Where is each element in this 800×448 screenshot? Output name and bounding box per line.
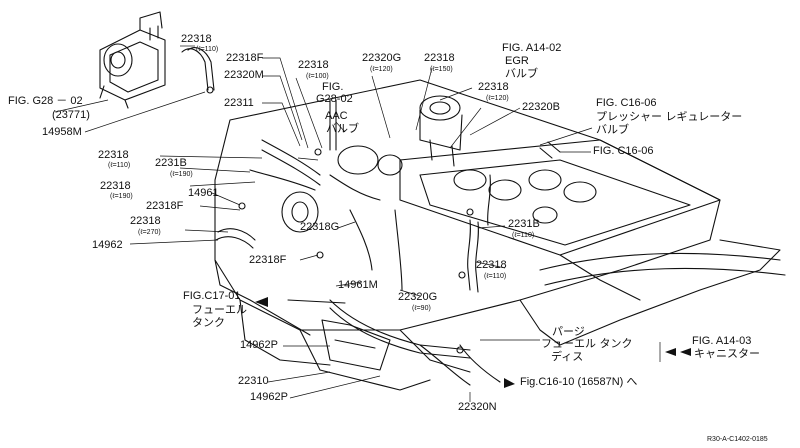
label-pressure-reg-2: バルブ [596,123,629,136]
label-23771: (23771) [52,109,90,121]
label-len90: (ℓ=90) [412,305,431,312]
engine-block [214,79,781,391]
label-22318f-c: 22318F [249,254,287,266]
label-22320g-top: 22320G [362,52,402,64]
label-22318-g: 22318 [130,215,161,227]
lower-tube [539,252,781,271]
label-len110-e: (ℓ=110) [108,162,131,169]
label-fig-a14-03: FIG. A14-03 [692,335,752,347]
drawing-reference-code: R30-A-C1402-0185 [707,436,768,443]
label-22318-c: 22318 [424,52,455,64]
label-14958m: 14958M [42,126,82,138]
label-2231b-a: 2231B [155,157,187,169]
label-len190-a: (ℓ=190) [170,171,193,178]
label-purge-3: ディス [551,350,584,363]
hose-purge [329,299,471,351]
label-22318g: 22318G [300,221,340,233]
label-22310: 22310 [238,375,269,387]
label-egr-1: EGR [505,55,529,67]
label-len120-a: (ℓ=120) [370,66,393,73]
label-purge-2: フューエル タンク [541,337,633,350]
label-22320g-b: 22320G [398,291,438,303]
throttle-body-illustration [281,145,403,233]
label-fig-c16-06-a: FIG. C16-06 [596,97,657,109]
label-22318-b: 22318 [298,59,329,71]
label-len270: (ℓ=270) [138,229,161,236]
label-22320n: 22320N [458,401,497,413]
label-aac-1: AAC [325,110,348,122]
label-22318-d: 22318 [478,81,509,93]
hose-14962 [217,228,256,241]
aac-valve-illustration [99,11,166,109]
label-22318-f: 22318 [100,180,131,192]
label-14962p-b: 14962P [250,391,288,403]
label-14961: 14961 [188,187,219,199]
label-fuel-tank-1: フューエル [192,303,247,316]
label-len110-b: (ℓ=110) [512,232,535,239]
label-aac-2: バルブ [326,122,359,135]
label-22318-top: 22318 [181,33,212,45]
label-egr-2: バルブ [505,67,538,80]
hose-mid-1 [261,139,321,176]
label-14961m: 14961M [338,279,378,291]
label-fig-g28-02-b: FIG. [322,81,344,93]
label-22320m: 22320M [224,69,264,81]
arrows [255,297,691,388]
label-22320b: 22320B [522,101,560,113]
label-22318f-b: 22318F [146,200,184,212]
label-purge-1: パージ [552,325,585,338]
label-canister: キャニスター [694,347,760,360]
label-len110-top: (ℓ=110) [196,46,219,53]
bracket-22310 [321,319,391,371]
label-pressure-reg-1: プレッシャー レギュレーター [596,110,743,123]
label-fig-g28-02-c: G28-02 [316,93,353,105]
label-len120-b: (ℓ=120) [486,95,509,102]
label-22311: 22311 [224,97,254,109]
label-len190-b: (ℓ=190) [110,193,133,200]
label-22318-e: 22318 [98,149,129,161]
leader-lines [54,45,661,402]
egr-valve-illustration [419,95,463,167]
label-fig-a14-02: FIG. A14-02 [502,42,562,54]
label-22318-h: 22318 [476,259,507,271]
label-fig-c16-10: Fig.C16-10 (16587N) へ [520,376,638,388]
label-fig-g28-02: FIG. G28 － 02 [8,95,83,107]
label-len110-h: (ℓ=110) [484,273,507,280]
label-fig-c16-06-b: FIG. C16-06 [593,145,654,157]
label-len100: (ℓ=100) [306,73,329,80]
label-fig-c17-01: FIG.C17-01 [183,290,241,302]
hose-22318-top [181,48,209,91]
label-len150: (ℓ=150) [430,66,453,73]
label-22318f-a: 22318F [226,52,264,64]
label-14962p-a: 14962P [240,339,278,351]
label-2231b-b: 2231B [508,218,540,230]
label-14962: 14962 [92,239,123,251]
label-fuel-tank-2: タンク [192,316,225,329]
